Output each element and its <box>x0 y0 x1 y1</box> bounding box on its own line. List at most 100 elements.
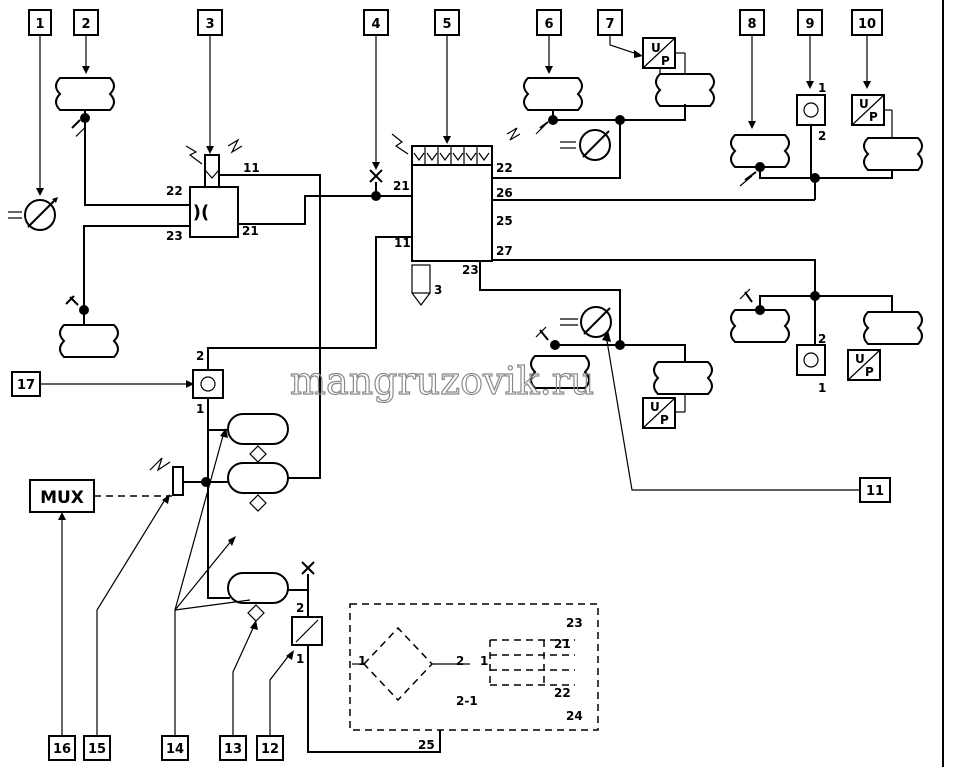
svg-text:7: 7 <box>605 17 614 32</box>
main-valve-block: 21 11 22 26 25 27 23 3 <box>393 145 513 306</box>
pressure-sensor-lower-right: U P <box>847 349 881 381</box>
callout-2: 2 <box>73 9 99 74</box>
svg-text:10: 10 <box>858 17 876 32</box>
svg-text:17: 17 <box>17 378 35 393</box>
callout-10: 10 <box>851 9 883 89</box>
svg-text:U: U <box>855 352 865 366</box>
svg-text:1: 1 <box>296 652 304 666</box>
svg-text:2: 2 <box>81 17 90 32</box>
svg-text:23: 23 <box>462 263 479 277</box>
svg-text:11: 11 <box>394 236 411 250</box>
svg-text:15: 15 <box>88 742 106 757</box>
svg-text:8: 8 <box>747 17 756 32</box>
svg-text:2-1: 2-1 <box>456 694 478 708</box>
svg-text:11: 11 <box>866 484 884 499</box>
air-spring-rear-left <box>59 324 119 358</box>
svg-text:22: 22 <box>166 184 183 198</box>
svg-text:21: 21 <box>242 224 259 238</box>
air-spring-centre-right <box>653 361 713 395</box>
air-tank-3 <box>227 572 289 622</box>
pressure-sensor-upper-right: U P <box>851 94 885 126</box>
svg-text:2: 2 <box>818 129 826 143</box>
svg-text:1: 1 <box>818 81 826 95</box>
callout-3: 3 <box>197 9 223 154</box>
callout-4: 4 <box>363 9 389 170</box>
svg-text:1: 1 <box>358 654 366 668</box>
air-tank-2 <box>227 462 289 512</box>
svg-text:U: U <box>651 41 661 55</box>
air-spring-top-right <box>655 73 715 107</box>
svg-text:16: 16 <box>53 742 71 757</box>
callout-7: 7 <box>597 9 643 58</box>
pressure-sensor-centre: U P <box>642 397 676 429</box>
svg-text:23: 23 <box>166 229 183 243</box>
check-valve-lower-right: 2 1 <box>796 332 826 395</box>
callout-13: 13 <box>219 620 258 761</box>
callout-14: 14 <box>161 428 251 761</box>
callout-16: 16 <box>48 512 76 761</box>
svg-text:5: 5 <box>442 17 451 32</box>
callout-11: 11 <box>602 330 891 503</box>
callout-15: 15 <box>83 494 170 761</box>
pressure-gauge-top <box>560 129 611 161</box>
svg-text:P: P <box>865 365 874 379</box>
svg-text:1: 1 <box>480 654 488 668</box>
svg-text:11: 11 <box>243 161 260 175</box>
pressure-switch <box>149 457 206 496</box>
svg-text:1: 1 <box>196 402 204 416</box>
mux-module: MUX <box>29 479 95 513</box>
svg-text:P: P <box>869 110 878 124</box>
air-spring-right-upper-right <box>863 137 923 171</box>
relay-valve: )( 22 23 21 11 <box>166 154 260 243</box>
svg-text:1: 1 <box>35 17 44 32</box>
svg-text:)(: )( <box>193 202 209 223</box>
svg-text:U: U <box>650 400 660 414</box>
pressure-sensor-top: U P <box>642 37 676 69</box>
svg-text:1: 1 <box>818 381 826 395</box>
svg-text:2: 2 <box>196 349 204 363</box>
callout-8: 8 <box>739 9 765 129</box>
svg-text:21: 21 <box>554 637 571 651</box>
svg-text:U: U <box>859 97 869 111</box>
svg-text:6: 6 <box>544 17 553 32</box>
air-spring-centre-left <box>530 355 590 389</box>
air-tank-1 <box>227 413 289 463</box>
svg-text:26: 26 <box>496 186 513 200</box>
svg-text:3: 3 <box>205 17 214 32</box>
svg-text:2: 2 <box>456 654 464 668</box>
svg-text:23: 23 <box>566 616 583 630</box>
air-spring-top-middle <box>523 77 583 111</box>
svg-text:2: 2 <box>296 601 304 615</box>
air-spring-front-left <box>55 77 115 118</box>
svg-text:25: 25 <box>496 214 513 228</box>
svg-text:22: 22 <box>554 686 571 700</box>
air-spring-right-lower-left <box>730 309 790 343</box>
air-spring-right-upper-left <box>730 134 790 168</box>
svg-text:13: 13 <box>224 742 242 757</box>
svg-text:22: 22 <box>496 161 513 175</box>
callout-1: 1 <box>28 9 52 196</box>
pressure-gauge-left <box>8 197 58 231</box>
svg-text:2: 2 <box>818 332 826 346</box>
svg-text:P: P <box>660 413 669 427</box>
callout-6: 6 <box>536 9 562 74</box>
svg-text:P: P <box>661 54 670 68</box>
svg-text:14: 14 <box>166 742 184 757</box>
svg-text:24: 24 <box>566 709 583 723</box>
svg-text:21: 21 <box>393 179 410 193</box>
svg-text:MUX: MUX <box>40 488 84 508</box>
callout-12: 12 <box>256 650 294 761</box>
svg-text:4: 4 <box>371 17 380 32</box>
callout-9: 9 <box>797 9 823 89</box>
air-spring-right-lower-right <box>863 311 923 345</box>
watermark: mangruzovik.ru <box>290 359 594 403</box>
callout-17: 17 <box>11 371 194 397</box>
svg-text:25: 25 <box>418 738 435 752</box>
svg-text:3: 3 <box>434 283 442 297</box>
callout-5: 5 <box>434 9 460 144</box>
svg-text:27: 27 <box>496 244 513 258</box>
control-module-box: 1 2 2-1 1 23 21 22 24 25 <box>349 603 599 752</box>
svg-text:12: 12 <box>261 742 279 757</box>
svg-text:9: 9 <box>805 17 814 32</box>
